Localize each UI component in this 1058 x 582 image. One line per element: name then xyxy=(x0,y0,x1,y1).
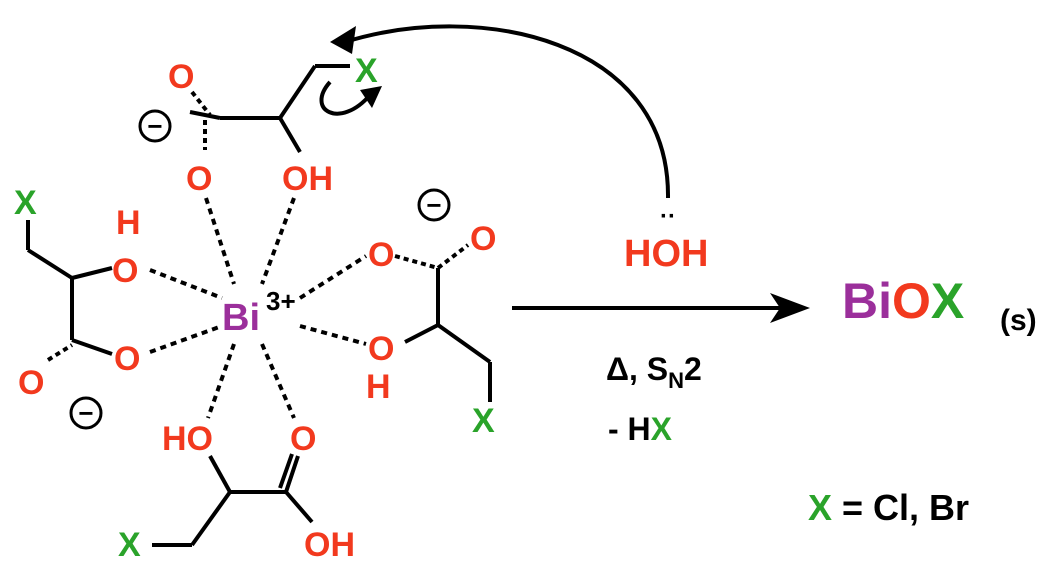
oxygen-atom: O xyxy=(112,252,138,290)
product-formula: BiOX xyxy=(842,273,964,329)
partial-bond xyxy=(46,343,74,362)
ligand-bottom: HO O OH X xyxy=(118,420,355,564)
reaction-conditions: Δ, SN2 xyxy=(606,351,702,393)
halogen-atom: X xyxy=(355,52,378,90)
bond xyxy=(278,453,294,489)
coordination-bond xyxy=(260,343,296,419)
oxygen-atom: O xyxy=(470,220,496,258)
coordination-bond xyxy=(149,268,223,300)
charge-circle xyxy=(69,396,103,430)
oxygen-atom: O xyxy=(368,236,394,274)
oxygen-atom: O xyxy=(168,58,194,96)
arrowhead-icon xyxy=(770,293,810,323)
coordination-bonds xyxy=(149,197,368,419)
coordination-bond xyxy=(298,254,368,300)
bond xyxy=(189,110,221,120)
bond xyxy=(71,266,113,280)
electron-push-arrow xyxy=(319,80,372,116)
bond xyxy=(278,116,302,154)
ligand-right: − O O O H X xyxy=(366,188,496,440)
water-molecule: HOH xyxy=(624,233,708,275)
charge-circle xyxy=(138,109,172,143)
ligand-top: O O OH X − xyxy=(138,52,382,198)
nucleophilic-attack-arrow xyxy=(344,24,671,199)
oxygen-atom: O xyxy=(18,364,44,402)
bond xyxy=(284,490,314,524)
bismuth-center: Bi xyxy=(222,297,260,339)
arrowhead-icon xyxy=(360,86,382,108)
oxygen-atom: O xyxy=(368,330,394,368)
elimination-label: - HX xyxy=(608,411,673,447)
oxygen-atom: O xyxy=(290,420,316,458)
product-state: (s) xyxy=(1000,304,1037,337)
bond xyxy=(26,248,74,280)
hydrogen-atom: H xyxy=(116,204,141,242)
hydroxyl-group: OH xyxy=(304,526,355,564)
lone-pair: ·· xyxy=(660,203,676,230)
partial-bond xyxy=(436,243,470,270)
bond xyxy=(278,64,317,120)
halogen-atom: X xyxy=(14,184,37,222)
oxygen-atom: O xyxy=(186,160,212,198)
negative-charge: − xyxy=(147,111,162,141)
coordination-bond xyxy=(299,324,367,346)
coordination-bond xyxy=(260,197,296,285)
hydroxyl-group: OH xyxy=(282,160,333,198)
bond xyxy=(436,323,492,364)
partial-bond xyxy=(394,254,439,270)
coordination-bond xyxy=(206,343,236,419)
bond xyxy=(190,490,232,547)
halogen-atom: X xyxy=(472,402,495,440)
bond xyxy=(284,455,300,493)
coordination-bond xyxy=(149,324,223,354)
halogen-atom: X xyxy=(118,526,141,564)
bond xyxy=(71,338,113,356)
hydroxyl-group: HO xyxy=(162,420,213,458)
halogen-legend: X = Cl, Br xyxy=(808,487,969,528)
ligand-left: X H O O O − xyxy=(14,184,141,430)
negative-charge: − xyxy=(426,190,441,220)
oxygen-atom: O xyxy=(114,340,140,378)
hydrogen-atom: H xyxy=(366,368,391,406)
bond xyxy=(208,455,232,493)
bismuth-charge: 3+ xyxy=(266,286,296,316)
bond xyxy=(404,323,439,344)
negative-charge: − xyxy=(78,398,93,428)
partial-bond xyxy=(190,90,212,117)
coordination-bond xyxy=(204,197,236,285)
charge-circle xyxy=(417,188,451,222)
arrowhead-icon xyxy=(330,26,356,54)
